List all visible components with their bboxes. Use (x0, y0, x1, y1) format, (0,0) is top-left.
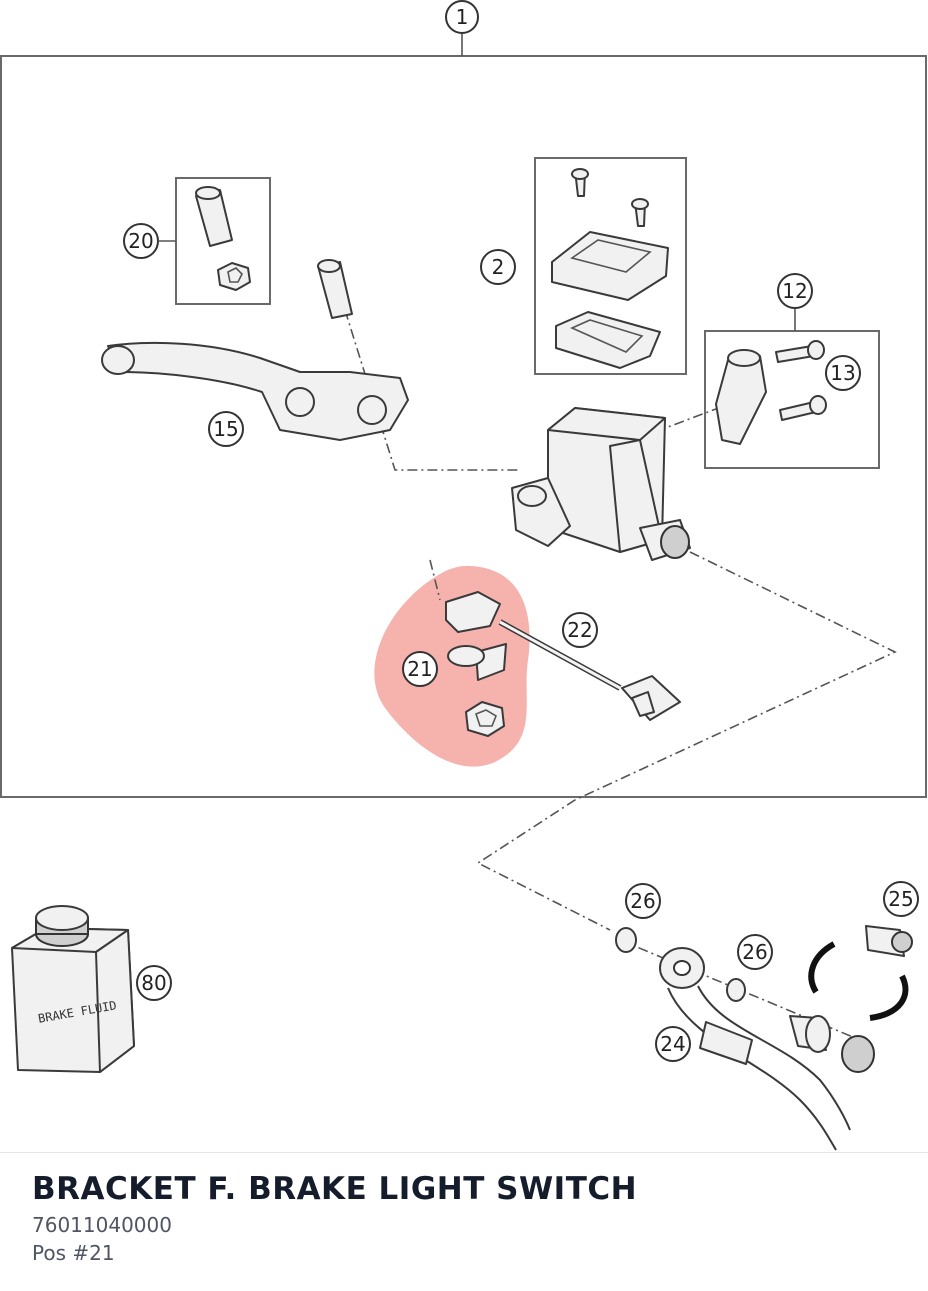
svg-text:2: 2 (492, 255, 505, 279)
svg-text:24: 24 (660, 1032, 685, 1056)
part-2-box (534, 157, 687, 375)
callout-13[interactable]: 13 (825, 355, 861, 391)
part-info-panel: BRACKET F. BRAKE LIGHT SWITCH 7601104000… (0, 1152, 928, 1291)
nut-part (217, 262, 251, 291)
callout-12[interactable]: 12 (777, 273, 813, 309)
svg-text:25: 25 (888, 887, 913, 911)
svg-text:21: 21 (407, 657, 432, 681)
selected-part-highlight (374, 565, 530, 767)
callout-21[interactable]: 21 (402, 651, 438, 687)
callout-26-b[interactable]: 26 (737, 934, 773, 970)
callout-24[interactable]: 24 (655, 1026, 691, 1062)
assembly-frame (0, 55, 927, 798)
callout-2[interactable]: 2 (480, 249, 516, 285)
brake-fluid-can: BRAKE FLUID (11, 905, 135, 1073)
callout-20[interactable]: 20 (123, 223, 159, 259)
exploded-parts-diagram: BRAKE FLUID 1 2 12 13 15 20 21 22 24 25 … (0, 0, 927, 1151)
part-position: Pos #21 (32, 1241, 115, 1265)
callout-80[interactable]: 80 (136, 965, 172, 1001)
part-12-box (704, 330, 880, 469)
callout-1[interactable]: 1 (445, 0, 479, 34)
switch-cable (498, 619, 681, 721)
svg-text:22: 22 (567, 618, 592, 642)
svg-text:20: 20 (128, 229, 153, 253)
svg-text:13: 13 (830, 361, 855, 385)
part-number: 76011040000 (32, 1213, 172, 1237)
callout-15[interactable]: 15 (208, 411, 244, 447)
svg-text:26: 26 (630, 889, 655, 913)
sleeve-part (195, 186, 233, 247)
svg-text:80: 80 (141, 971, 166, 995)
brake-hose-assembly (615, 925, 913, 1151)
callout-22[interactable]: 22 (562, 612, 598, 648)
callout-25[interactable]: 25 (883, 881, 919, 917)
master-cylinder (511, 407, 691, 561)
brake-light-switch-bracket (445, 591, 507, 737)
callout-26-a[interactable]: 26 (625, 883, 661, 919)
handlebar-clamp (715, 340, 827, 445)
part-name: BRACKET F. BRAKE LIGHT SWITCH (32, 1171, 638, 1207)
svg-text:15: 15 (213, 417, 238, 441)
brake-lever (101, 259, 409, 441)
svg-text:1: 1 (456, 5, 469, 29)
svg-text:12: 12 (782, 279, 807, 303)
svg-text:26: 26 (742, 940, 767, 964)
reservoir-cover (551, 168, 669, 369)
